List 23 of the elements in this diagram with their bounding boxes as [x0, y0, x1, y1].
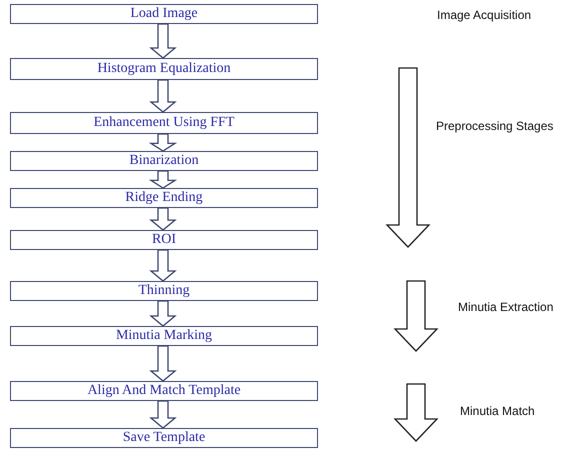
arrow	[149, 207, 177, 231]
process-box: Load Image	[10, 4, 318, 24]
stage-label: Image Acquisition	[437, 8, 532, 22]
arrow	[148, 170, 178, 189]
process-box: Minutia Marking	[10, 326, 318, 346]
arrow	[149, 345, 177, 382]
process-box: Histogram Equalization	[10, 58, 318, 80]
process-box: ROI	[10, 230, 318, 250]
stage-label: Minutia Extraction	[458, 300, 554, 314]
arrow	[149, 300, 177, 327]
stage-label: Preprocessing Stages	[436, 119, 554, 133]
process-box: Save Template	[10, 428, 318, 448]
stage-label: Minutia Match	[460, 404, 535, 418]
arrow	[149, 400, 177, 429]
process-box: Align And Match Template	[10, 381, 318, 401]
process-box: Enhancement Using FFT	[10, 112, 318, 134]
process-box: Thinning	[10, 281, 318, 301]
arrow	[148, 133, 178, 152]
arrow	[149, 23, 177, 59]
process-box: Binarization	[10, 151, 318, 171]
arrow	[149, 79, 177, 113]
process-box: Ridge Ending	[10, 188, 318, 208]
arrow	[149, 249, 177, 282]
